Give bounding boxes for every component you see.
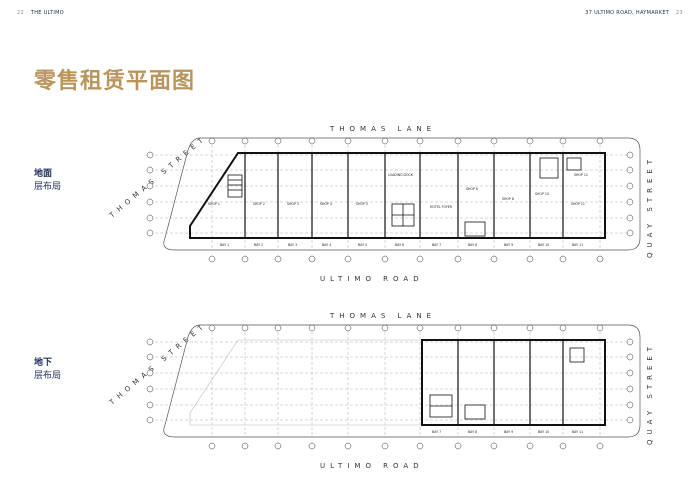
gf-shop-label: SHOP 8 [502, 197, 514, 201]
gf-shop-label: LOADING DOCK [388, 173, 414, 177]
bf-grid [150, 327, 630, 435]
bf-tenancy-walls [457, 340, 564, 425]
gf-street-bottom: ULTIMO ROAD [320, 275, 424, 283]
ground-floor-label-line2: 层布局 [34, 182, 62, 192]
header-right: 37 ULTIMO ROAD, HAYMARKET 23 [585, 10, 688, 16]
bf-street-top: THOMAS LANE [329, 312, 436, 320]
gf-street-right: QUAY STREET [646, 155, 654, 258]
brand-name: THE ULTIMO [30, 10, 64, 16]
basement-label-line1: 地下 [34, 358, 53, 368]
gf-shop-label: SHOP 6 [466, 187, 478, 191]
gf-bay-label: BAY 1 [220, 243, 229, 247]
gf-bay-label: BAY 2 [254, 243, 263, 247]
gf-shop-labels: SHOP 1 SHOP 2 SHOP 3 SHOP 4 SHOP 5 LOADI… [208, 173, 588, 209]
basement-label: 地下 层布局 [34, 357, 61, 383]
gf-grid-bubbles [146, 137, 634, 263]
gf-shop-label: SHOP 10 [535, 192, 549, 196]
gf-shop-label: SHOP 5 [356, 202, 368, 206]
bf-building-outline [421, 339, 606, 426]
gf-bay-label: BAY 5 [358, 243, 367, 247]
gf-shop-label: HOTEL FOYER [430, 205, 453, 209]
ground-floor-label: 地面 层布局 [34, 168, 61, 194]
gf-bay-label: BAY 7 [432, 243, 441, 247]
gf-building-outline [189, 152, 606, 239]
bf-bay-label: BAY 10 [538, 430, 549, 434]
page-number-left: 22 [17, 10, 24, 16]
address-text: 37 ULTIMO ROAD, HAYMARKET [585, 10, 670, 16]
bf-grid-bubbles [146, 324, 634, 450]
gf-bay-labels: BAY 1 BAY 2 BAY 3 BAY 4 BAY 5 BAY 6 BAY … [220, 243, 583, 247]
gf-bay-label: BAY 6 [395, 243, 404, 247]
gf-cores [227, 157, 582, 237]
gf-bay-label: BAY 3 [288, 243, 297, 247]
gf-shop-label: SHOP 4 [320, 202, 332, 206]
bf-site-boundary [163, 324, 641, 438]
gf-bay-label: BAY 10 [538, 243, 549, 247]
bf-cores [429, 347, 585, 420]
bf-bay-label: BAY 11 [572, 430, 583, 434]
bf-ghost-outline [189, 339, 420, 426]
ground-floor-label-line1: 地面 [34, 169, 53, 179]
gf-site-boundary [163, 137, 641, 251]
header-left: 22 THE ULTIMO [12, 10, 64, 16]
gf-tenancy-walls [244, 153, 564, 238]
ground-floor-plan: THOMAS LANE ULTIMO ROAD THOMAS STREET QU… [107, 125, 654, 283]
bf-street-left: THOMAS STREET [107, 321, 208, 408]
bf-street-right: QUAY STREET [646, 342, 654, 445]
bf-street-bottom: ULTIMO ROAD [320, 462, 424, 470]
bf-bay-label: BAY 7 [432, 430, 441, 434]
page-number-right: 23 [676, 10, 683, 16]
basement-label-line2: 层布局 [34, 371, 62, 381]
gf-shop-label: SHOP 1 [208, 202, 220, 206]
gf-street-top: THOMAS LANE [329, 125, 436, 133]
bf-bay-label: BAY 8 [468, 430, 477, 434]
gf-bay-label: BAY 8 [468, 243, 477, 247]
gf-bay-label: BAY 9 [504, 243, 513, 247]
gf-bay-label: BAY 4 [322, 243, 331, 247]
gf-street-left: THOMAS STREET [107, 134, 208, 221]
gf-shop-label: SHOP 11 [571, 202, 585, 206]
basement-plan: THOMAS LANE ULTIMO ROAD THOMAS STREET QU… [107, 312, 654, 470]
gf-shop-label: SHOP 12 [574, 173, 588, 177]
bf-bay-label: BAY 9 [504, 430, 513, 434]
gf-shop-label: SHOP 3 [287, 202, 299, 206]
bf-bay-labels: BAY 7 BAY 8 BAY 9 BAY 10 BAY 11 [432, 430, 583, 434]
page-title: 零售租赁平面图 [34, 69, 196, 94]
gf-shop-label: SHOP 2 [253, 202, 265, 206]
gf-grid [150, 140, 630, 248]
gf-bay-label: BAY 11 [572, 243, 583, 247]
